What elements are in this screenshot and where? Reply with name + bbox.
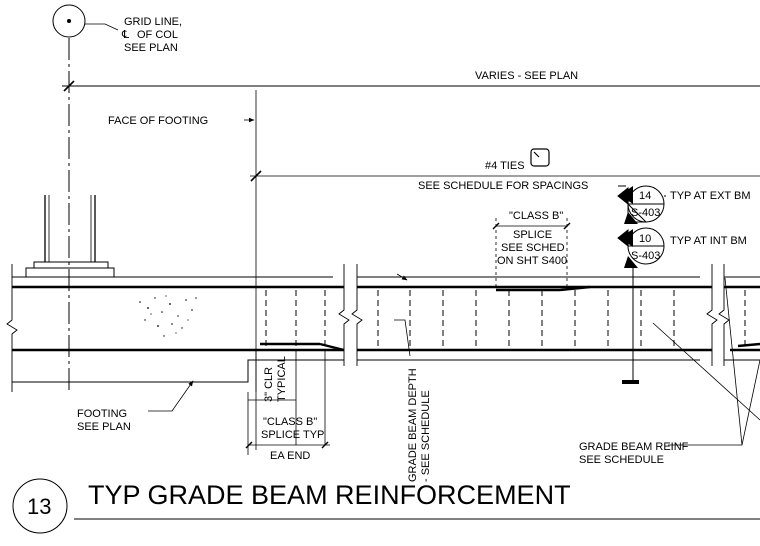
beam-depth-line1: GRADE BEAM DEPTH [407,368,419,482]
grid-leader [85,23,119,31]
splice-line2: SPLICE [513,229,552,241]
grid-note-line3: SEE PLAN [124,42,178,54]
break-lines [6,264,730,392]
footing-note-line2: SEE PLAN [77,421,131,433]
grid-note-line2: OF COL [137,29,178,41]
column [25,195,115,278]
detail-number-bubble [12,478,68,534]
varies-tick [63,80,75,92]
grid-bubble [52,4,86,38]
varies-note: VARIES - SEE PLAN [475,70,578,82]
reinf-note-line2: SEE SCHEDULE [579,454,664,466]
clear-cover-dims [245,350,330,455]
splice-typ-line3: EA END [270,450,310,462]
detail-number: 13 [27,494,51,519]
section-arrow-int-bottom [624,256,638,268]
section-arrow-ext-bottom [624,212,638,224]
splice-line1: "CLASS B" [509,210,563,222]
section-int-label: TYP AT INT BM [670,235,747,247]
section-ext-label: TYP AT EXT BM [670,190,751,202]
ties-tick [250,170,262,182]
splice-typ-line2: SPLICE TYP [261,429,324,441]
section-int-number: 10 [639,233,651,245]
leaders [148,273,760,446]
section-arrow-int [620,229,633,247]
stirrup-ties [265,290,746,346]
section-int-sheet: S-403 [631,250,660,262]
splice-typ-line1: "CLASS B" [263,416,317,428]
section-ext-number: 14 [639,190,651,202]
tie-hook-icon [530,148,550,167]
splice-bracket [492,218,571,290]
drawing-title: TYP GRADE BEAM REINFORCEMENT [88,480,571,510]
grid-note-line1: GRID LINE, [124,16,182,28]
section-cut-tail [622,380,639,384]
reinf-note-line1: GRADE BEAM REINF [579,441,689,453]
top-reinforcing-bars [12,285,760,292]
splice-line3: SEE SCHED [501,242,565,254]
splice-line4: ON SHT S400 [497,255,567,267]
section-arrow-ext [620,186,633,204]
ties-label: #4 TIES [485,160,525,172]
face-of-footing-note: FACE OF FOOTING [108,115,208,127]
bottom-reinforcing-bars [12,342,760,352]
ties-schedule: SEE SCHEDULE FOR SPACINGS [418,180,588,192]
footing-note-line1: FOOTING [77,408,127,420]
clear-cover-line2: TYPICAL [276,356,288,402]
beam-depth-line2: - SEE SCHEDULE [420,390,432,482]
clear-cover-line1: 3" CLR [263,367,275,402]
concrete-stipple [139,295,197,337]
grade-beam-outline [12,276,760,383]
centerline-symbol: ℄ [121,29,129,41]
section-ext-sheet: S-403 [631,207,660,219]
